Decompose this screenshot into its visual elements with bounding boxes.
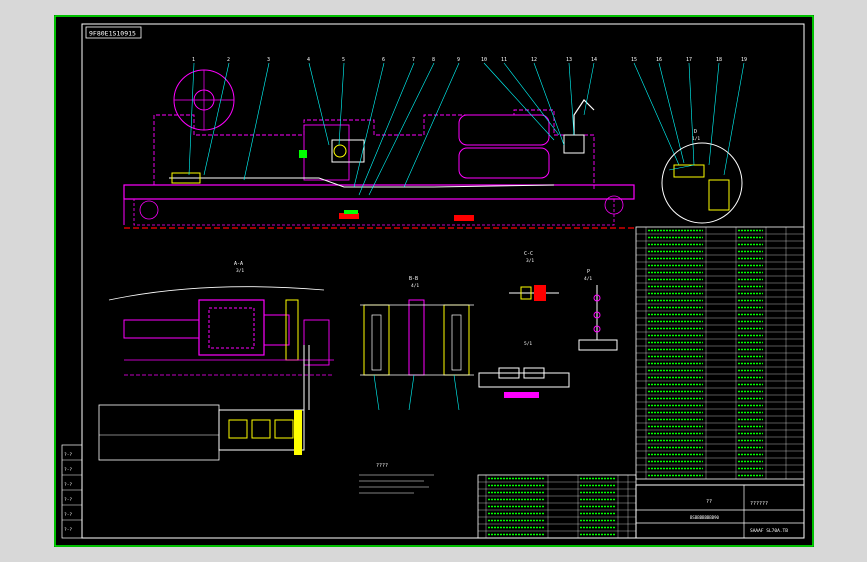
- svg-text:?-?: ?-?: [64, 497, 72, 503]
- left-margin-strip: ?-? ?-? ?-? ?-? ?-? ?-?: [61, 444, 83, 539]
- svg-text:6: 6: [382, 57, 385, 63]
- part-title: BSBBBBBBBB90: [690, 515, 719, 520]
- inner-frame: [81, 23, 805, 539]
- svg-text:?-?: ?-?: [64, 467, 72, 473]
- main-elevation-view: [123, 69, 635, 229]
- title-label: ??: [706, 499, 712, 505]
- svg-text:10: 10: [481, 57, 487, 63]
- title-cn: ??????: [750, 501, 768, 507]
- section-b-view: B-B 4/1: [360, 276, 474, 411]
- svg-text:????: ????: [376, 463, 388, 469]
- svg-text:7: 7: [412, 57, 415, 63]
- svg-text:5: 5: [342, 57, 345, 63]
- svg-text:8: 8: [432, 57, 435, 63]
- section-p-view: P 4/1: [578, 269, 618, 351]
- corner-code-box: [85, 26, 142, 39]
- svg-text:4/1: 4/1: [584, 276, 592, 282]
- svg-text:1/1: 1/1: [692, 136, 700, 142]
- section-a-view: A-A 3/1: [98, 261, 334, 461]
- svg-text:5/1: 5/1: [524, 341, 532, 347]
- svg-text:14: 14: [591, 57, 597, 63]
- detail-circle-view: D 1/1: [661, 129, 743, 224]
- svg-text:D: D: [694, 129, 697, 135]
- bottom-parts-table: [477, 474, 637, 539]
- svg-text:1: 1: [192, 57, 195, 63]
- svg-text:16: 16: [656, 57, 662, 63]
- svg-text:4/1: 4/1: [411, 283, 419, 289]
- outer-frame: [54, 15, 814, 547]
- svg-text:C-C: C-C: [524, 251, 533, 257]
- svg-text:4: 4: [307, 57, 310, 63]
- svg-text:3/1: 3/1: [526, 258, 534, 264]
- title-block: ?? ?????? BSBBBBBBBB90 SAAAF SL70A.TB: [635, 484, 805, 539]
- svg-text:3/1: 3/1: [236, 268, 244, 274]
- svg-text:A-A: A-A: [234, 261, 243, 267]
- technical-notes: ????: [359, 463, 434, 494]
- svg-text:P: P: [587, 269, 590, 275]
- svg-text:19: 19: [741, 57, 747, 63]
- svg-text:11: 11: [501, 57, 507, 63]
- svg-text:B-B: B-B: [409, 276, 418, 282]
- parts-list-table: [635, 226, 805, 480]
- svg-text:?-?: ?-?: [64, 512, 72, 518]
- leader-lines: [188, 62, 745, 196]
- section-c-view: C-C 3/1 5/1: [478, 251, 570, 398]
- cad-drawing: 9F80E1S10915 ?-? ?-? ?-? ?-? ?-? ?-?: [54, 15, 814, 547]
- drawing-sheet: 9F80E1S10915 ?-? ?-? ?-? ?-? ?-? ?-?: [54, 15, 814, 547]
- svg-text:?-?: ?-?: [64, 482, 72, 488]
- svg-text:17: 17: [686, 57, 692, 63]
- svg-text:9: 9: [457, 57, 460, 63]
- svg-text:15: 15: [631, 57, 637, 63]
- corner-code: 9F80E1S10915: [89, 30, 136, 38]
- svg-text:13: 13: [566, 57, 572, 63]
- svg-text:3: 3: [267, 57, 270, 63]
- svg-text:12: 12: [531, 57, 537, 63]
- svg-text:18: 18: [716, 57, 722, 63]
- svg-text:2: 2: [227, 57, 230, 63]
- svg-text:?-?: ?-?: [64, 452, 72, 458]
- drawing-number: SAAAF SL70A.TB: [750, 528, 788, 534]
- svg-text:?-?: ?-?: [64, 527, 72, 533]
- balloon-numbers: 1 2 3 4 5 6 7 8 9 10 11 12 13 14 15 16 1…: [192, 57, 747, 63]
